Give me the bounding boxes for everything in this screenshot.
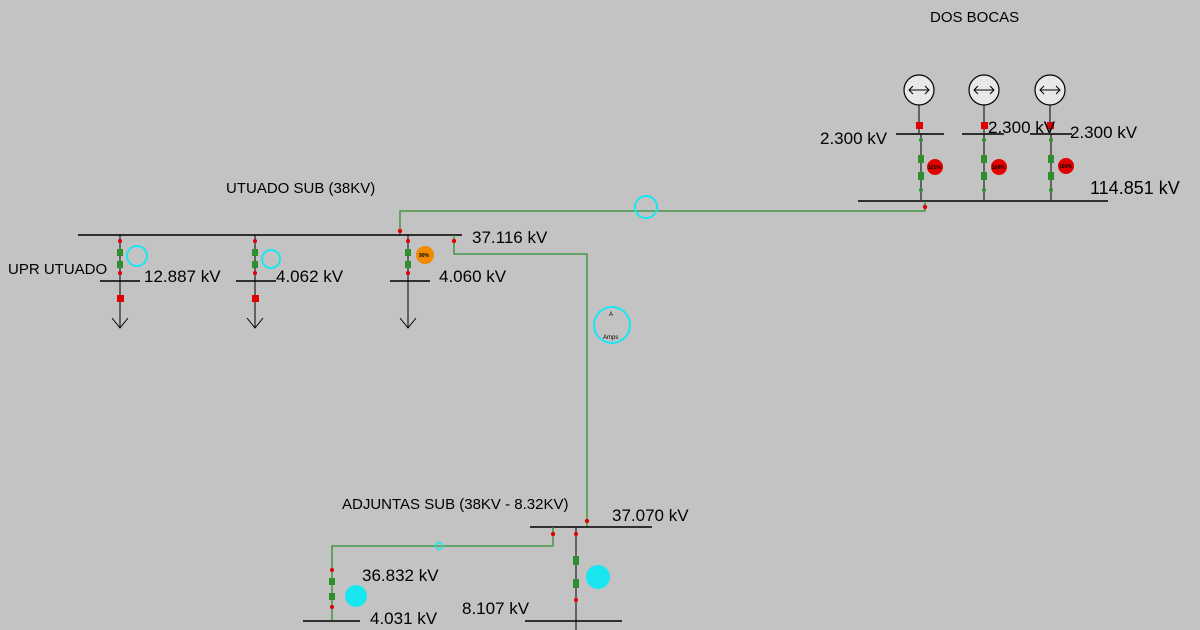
breaker[interactable] <box>117 295 124 302</box>
breaker[interactable] <box>1047 122 1054 129</box>
ammeter-icon[interactable] <box>634 195 658 219</box>
upr-feeder-voltage: 12.887 kV <box>144 267 221 286</box>
loading-meter-icon[interactable] <box>927 159 943 175</box>
loading-meter-icon[interactable] <box>991 159 1007 175</box>
gen1-transformer[interactable]: 101% <box>918 134 943 200</box>
ammeter-icon[interactable] <box>126 245 148 267</box>
upr-utuado-feeder[interactable] <box>100 235 148 329</box>
gen1-voltage: 2.300 kV <box>820 129 888 148</box>
breaker[interactable] <box>916 122 923 129</box>
gen3-transformer[interactable]: 100% <box>1048 134 1074 200</box>
ammeter-icon[interactable] <box>586 565 610 589</box>
upr-utuado-label: UPR UTUADO <box>8 261 107 278</box>
utuado-bus-voltage: 37.116 kV <box>472 228 548 247</box>
gen3-load: 100% <box>1059 164 1072 170</box>
utuado-adjuntas-line[interactable] <box>453 235 588 527</box>
gen2-load: 100% <box>992 165 1005 171</box>
ammeter-icon <box>593 306 631 344</box>
adjuntas-transformer[interactable] <box>573 527 610 630</box>
breaker[interactable] <box>252 295 259 302</box>
adjuntas-left-low-voltage: 4.031 kV <box>370 609 438 628</box>
load-arrow-icon <box>399 317 417 329</box>
utuado-feeder-3[interactable]: 90% <box>390 235 434 329</box>
generator-3[interactable] <box>1034 74 1066 133</box>
generator-2[interactable] <box>968 74 1000 133</box>
gen1-load: 101% <box>928 165 941 171</box>
ammeter-bottom-label: Amps <box>603 335 618 341</box>
utuado-sub-label: UTUADO SUB (38KV) <box>226 180 375 197</box>
line-ammeter[interactable]: A Amps <box>593 306 631 344</box>
ammeter-icon[interactable] <box>261 249 281 269</box>
dos-bocas-bus-voltage: 114.851 kV <box>1090 178 1180 198</box>
adjuntas-sub-label: ADJUNTAS SUB (38KV - 8.32KV) <box>342 496 568 513</box>
ammeter-top-label: A <box>609 312 613 318</box>
loading-meter-icon[interactable] <box>1058 158 1074 174</box>
utuado-feeder2-voltage: 4.062 kV <box>276 267 344 286</box>
load-arrow-icon <box>111 317 129 329</box>
adjuntas-bus-voltage: 37.070 kV <box>612 506 689 525</box>
gen2-transformer[interactable]: 100% <box>981 134 1007 200</box>
adjuntas-right-voltage: 8.107 kV <box>462 599 530 618</box>
generator-1[interactable] <box>903 74 935 133</box>
utuado-feeder3-load: 90% <box>419 253 430 259</box>
load-arrow-icon <box>246 317 264 329</box>
utuado-feeder3-voltage: 4.060 kV <box>439 267 507 286</box>
ammeter-icon[interactable] <box>345 585 367 607</box>
utuado-feeder-2[interactable] <box>236 235 281 329</box>
dos-bocas-label: DOS BOCAS <box>930 9 1019 26</box>
gen3-voltage: 2.300 kV <box>1070 123 1138 142</box>
adjuntas-left-voltage: 36.832 kV <box>362 566 439 585</box>
ammeter-icon[interactable] <box>434 541 444 551</box>
breaker[interactable] <box>981 122 988 129</box>
loading-meter-icon[interactable] <box>416 246 434 264</box>
gen2-voltage: 2.300 kV <box>988 118 1056 137</box>
